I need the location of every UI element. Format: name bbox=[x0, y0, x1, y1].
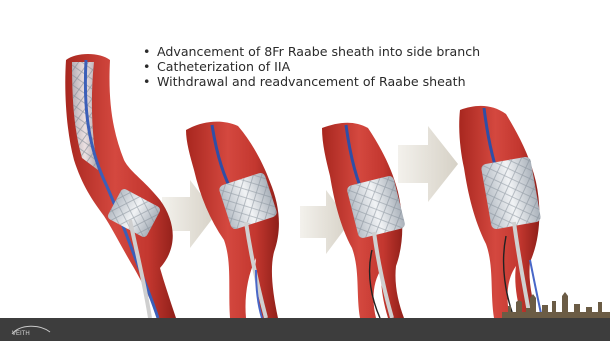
city-skyline-icon bbox=[502, 292, 610, 319]
svg-text:VEITH: VEITH bbox=[12, 331, 30, 337]
vessel-panel-1 bbox=[65, 54, 176, 318]
veith-logo-icon: VEITH bbox=[10, 322, 54, 338]
vessel-panel-4 bbox=[459, 106, 542, 318]
arrow-icon bbox=[398, 126, 458, 202]
footer-bar bbox=[0, 318, 610, 341]
procedure-illustration bbox=[0, 0, 610, 318]
